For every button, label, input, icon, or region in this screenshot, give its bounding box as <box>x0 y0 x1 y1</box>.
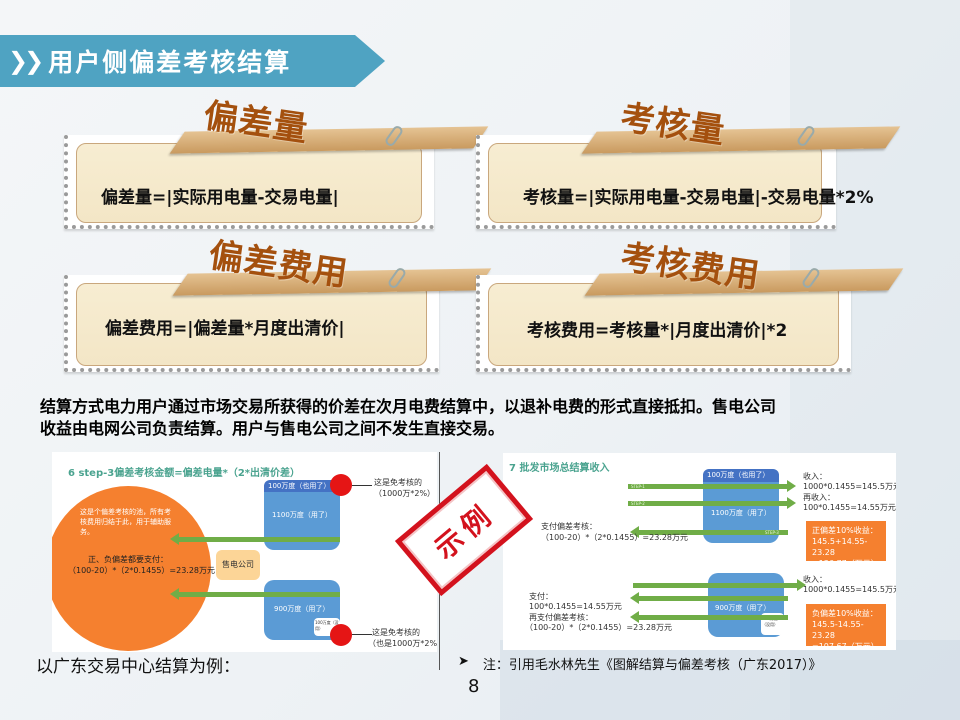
background-decoration <box>500 640 960 720</box>
result-line: =136.77（万元） <box>812 559 879 568</box>
card-assessment-fee: 考核费用=考核量*|月度出清价|*2 考核费用 <box>476 237 904 372</box>
card-paper: 偏差量=|实际用电量-交易电量| <box>76 143 422 223</box>
pool-text: 这是个偏差考核的池，所有考核费用归结于此，用于辅助服务。 <box>80 508 171 536</box>
top-note-1: 这是免考核的 <box>374 478 422 487</box>
result-line: 正偏差10%收益： <box>812 526 878 535</box>
step1-tag: STEP-1 <box>631 484 645 489</box>
step3-tag: STEP-3 <box>765 530 779 535</box>
top-block-header: 100万度（也用了） <box>268 482 331 490</box>
card-paper: 偏差费用=|偏差量*月度出清价| <box>76 283 427 366</box>
card-paper: 考核量=|实际用电量-交易电量|-交易电量*2% <box>488 143 874 223</box>
example-image-wholesale: 7 批发市场总结算收入 100万度（也用了） 1100万度（用了） STEP-1… <box>503 453 896 650</box>
step2-tag: STEP-2 <box>631 501 645 506</box>
description-line-1: 结算方式电力用户通过市场交易所获得的价差在次月电费结算中，以退补电费的形式直接抵… <box>40 397 777 416</box>
card-assessment-amount: 考核量=|实际用电量-交易电量|-交易电量*2% 考核量 <box>476 98 901 229</box>
bottom-pay-2: （100-20）*（2*0.1455）=23.28万元 <box>525 623 673 632</box>
top-income-1: 1000*0.1455=145.5万元 <box>803 482 896 491</box>
card-paper: 考核费用=考核量*|月度出清价|*2 <box>488 283 839 366</box>
pay-formula: （100-20）*（2*0.1455）=23.28万元 <box>68 566 216 575</box>
bullet-arrow-icon: ➤ <box>458 654 469 669</box>
formula-text: 考核量=|实际用电量-交易电量|-交易电量*2% <box>523 188 874 208</box>
bottom-note-2: （也是1000万*2%） <box>368 639 437 648</box>
result-line: =107.67（万元） <box>812 642 879 650</box>
step3-arrow-top <box>170 533 340 545</box>
citation-note: ➤ 注：引用毛水林先生《图解结算与偏差考核（广东2017）》 <box>458 654 822 673</box>
page-title: 用户侧偏差考核结算 <box>48 48 292 77</box>
step1-arrow-bottom <box>633 579 806 591</box>
bottom-block-body: 900万度（用了） <box>274 605 330 613</box>
retailer-label: 售电公司 <box>222 560 254 569</box>
top-usage-header: 100万度（也用了） <box>703 469 779 482</box>
bottom-block-body: 900万度（用了） <box>715 604 771 612</box>
positive-deviation-result: 正偏差10%收益： 145.5+14.55-23.28 =136.77（万元） <box>806 521 886 568</box>
top-pay-label: 支付偏差考核： <box>541 522 597 531</box>
result-line: 负偏差10%收益： <box>812 609 878 618</box>
step3-arrow-top <box>630 526 788 538</box>
connector-line <box>352 485 372 486</box>
double-chevron-icon: ❯❯ <box>8 47 44 75</box>
card-deviation-fee: 偏差费用=|偏差量*月度出清价| 偏差费用 <box>64 235 492 372</box>
top-usage-header: 100万度（也用了） <box>264 480 340 492</box>
bottom-income: 1000*0.1455=145.5万元 <box>803 585 896 594</box>
example-caption: 以广东交易中心结算为例： <box>36 657 240 677</box>
formula-text: 偏差量=|实际用电量-交易电量| <box>101 188 339 208</box>
step2-arrow-bottom <box>630 592 788 604</box>
formula-text: 考核费用=考核量*|月度出清价|*2 <box>527 321 788 341</box>
top-block-body: 1100万度（用了） <box>711 509 771 517</box>
negative-deviation-result: 负偏差10%收益： 145.5-14.55-23.28 =107.67（万元） <box>806 604 886 650</box>
bottom-block-corner: 100万度（没用） <box>315 620 339 631</box>
bottom-income-label: 收入： <box>803 575 827 584</box>
result-line: 145.5+14.55-23.28 <box>812 537 868 557</box>
settlement-description: 结算方式电力用户通过市场交易所获得的价差在次月电费结算中，以退补电费的形式直接抵… <box>40 396 920 440</box>
card-deviation-amount: 偏差量=|实际用电量-交易电量| 偏差量 <box>64 96 489 229</box>
pay-label: 正、负偏差都要支付： <box>88 555 168 564</box>
image-title: 6 step-3偏差考核金额=偏差电量*（2*出清价差） <box>68 468 301 479</box>
result-line: 145.5-14.55-23.28 <box>812 620 864 640</box>
top-block-header: 100万度（也用了） <box>707 471 770 479</box>
top-pay-formula: （100-20）*（2*0.1455）=23.28万元 <box>541 533 689 542</box>
citation-text: 注：引用毛水林先生《图解结算与偏差考核（广东2017）》 <box>482 658 822 673</box>
title-banner: ❯❯ 用户侧偏差考核结算 <box>0 35 385 87</box>
bottom-pay-2-label: 再支付偏差考核： <box>529 613 593 622</box>
top-income-2-label: 再收入： <box>803 493 835 502</box>
description-line-2: 收益由电网公司负责结算。用户与售电公司之间不发生直接交易。 <box>40 419 505 438</box>
example-image-step3: 6 step-3偏差考核金额=偏差电量*（2*出清价差） 这是个偏差考核的池，所… <box>52 452 437 652</box>
top-exempt-dot <box>330 474 352 496</box>
top-income-1-label: 收入： <box>803 472 827 481</box>
step1-arrow-top <box>628 480 796 492</box>
page-number: 8 <box>468 676 480 697</box>
step3-arrow-bottom <box>630 611 788 623</box>
top-note-2: （1000万*2%） <box>374 489 436 498</box>
assessment-pool-circle <box>52 486 211 651</box>
bottom-exempt-dot <box>330 624 352 646</box>
bottom-pay-1: 100*0.1455=14.55万元 <box>529 602 622 611</box>
connector-line <box>352 634 372 635</box>
retailer-box: 售电公司 <box>216 550 260 580</box>
bottom-pay-1-label: 支付： <box>529 592 553 601</box>
bottom-note-1: 这是免考核的 <box>372 628 420 637</box>
step2-arrow-top <box>628 497 796 509</box>
formula-text: 偏差费用=|偏差量*月度出清价| <box>105 319 345 339</box>
step3-arrow-bottom <box>170 588 340 600</box>
top-income-2: 100*0.1455=14.55万元 <box>803 503 896 512</box>
image-title: 7 批发市场总结算收入 <box>509 463 610 474</box>
top-block-body: 1100万度（用了） <box>272 511 332 519</box>
